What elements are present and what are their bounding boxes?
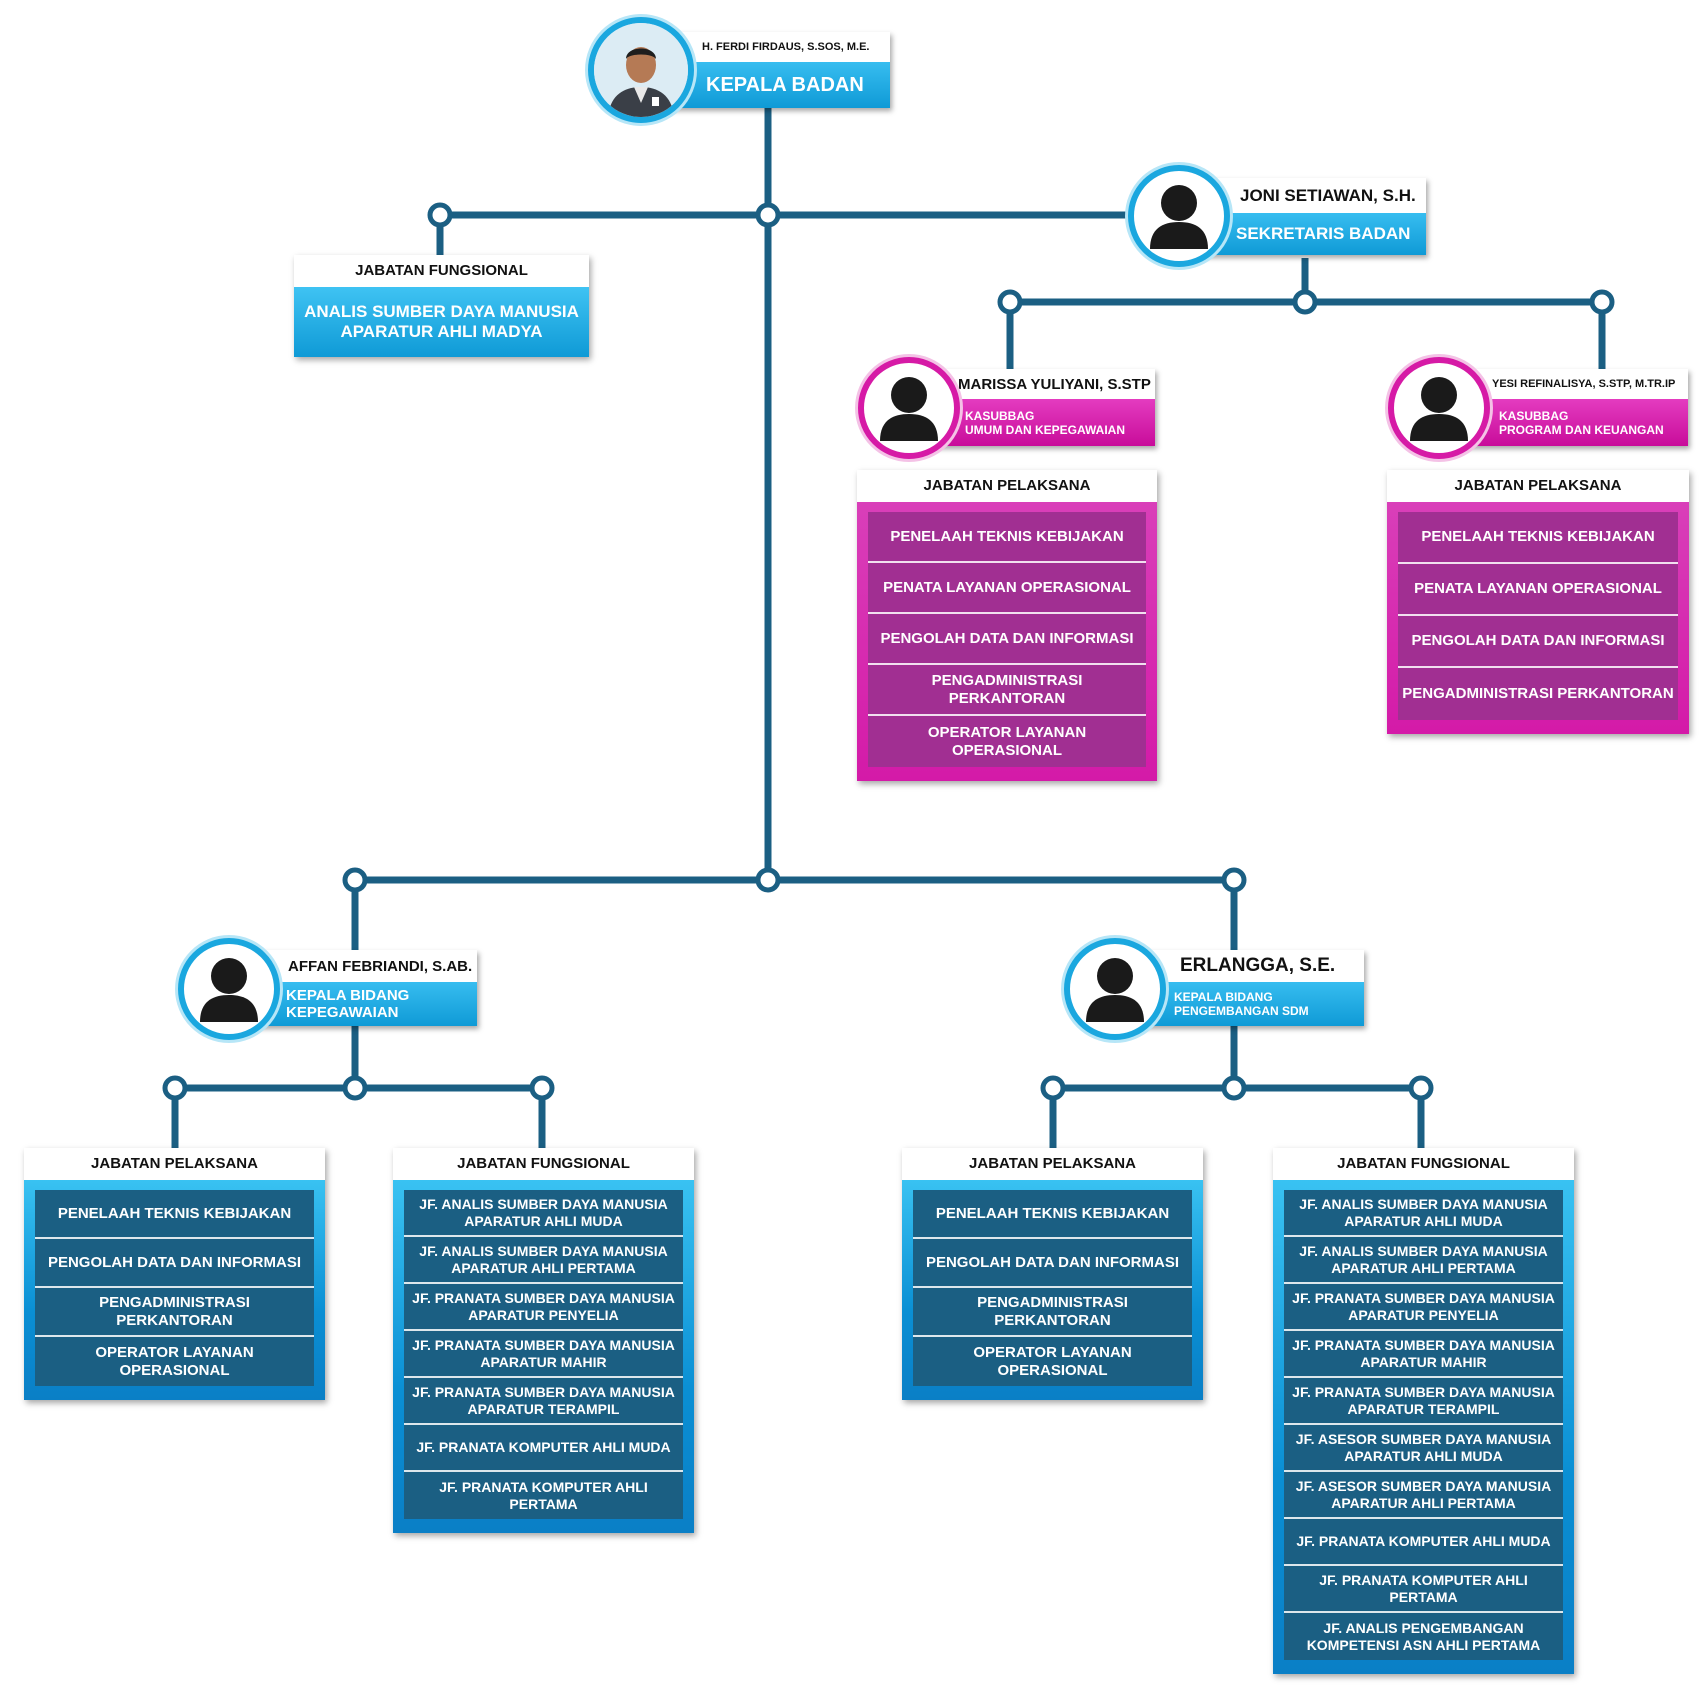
list-item: PENGADMINISTRASI PERKANTORAN [35,1288,314,1337]
kasubbag-umum-avatar [858,357,960,459]
kasubbag-program-title-line2: PROGRAM DAN KEUANGAN [1499,422,1664,437]
kabid-kepegawaian-avatar [178,938,280,1040]
node-dot [529,1075,555,1101]
list-item: JF. ANALIS SUMBER DAYA MANUSIA APARATUR … [404,1237,683,1284]
list-item: PENGOLAH DATA DAN INFORMASI [1398,616,1678,668]
kasubbag-program-avatar [1388,357,1490,459]
list-item: PENELAAH TEKNIS KEBIJAKAN [913,1190,1192,1239]
list-item: PENGOLAH DATA DAN INFORMASI [35,1239,314,1288]
list-item: PENELAAH TEKNIS KEBIJAKAN [868,512,1146,563]
person-silhouette-icon [200,958,258,1022]
list-item: JF. PRANATA SUMBER DAYA MANUSIA APARATUR… [1284,1378,1563,1425]
list-item: JF. PRANATA SUMBER DAYA MANUSIA APARATUR… [1284,1331,1563,1378]
head-title: KEPALA BADAN [660,62,890,108]
head-name: H. FERDI FIRDAUS, S.SOS, M.E. [660,32,890,62]
node-dot [1221,867,1247,893]
list-item: JF. ANALIS SUMBER DAYA MANUSIA APARATUR … [1284,1237,1563,1284]
list-item: JF. PRANATA KOMPUTER AHLI MUDA [404,1425,683,1472]
top-fungsional-line2: APARATUR AHLI MADYA [340,322,543,341]
list-item: PENGADMINISTRASI PERKANTORAN [868,665,1146,716]
box-header: JABATAN PELAKSANA [902,1148,1203,1180]
person-silhouette-icon [1086,958,1144,1022]
kabid-kepegawaian-title-line1: KEPALA BIDANG [286,987,410,1004]
node-dot [997,289,1023,315]
box-header: JABATAN PELAKSANA [857,470,1157,502]
item-list: JF. ANALIS SUMBER DAYA MANUSIA APARATUR … [1284,1190,1563,1660]
list-item: PENELAAH TEKNIS KEBIJAKAN [35,1190,314,1239]
list-item: PENGOLAH DATA DAN INFORMASI [868,614,1146,665]
box-header: JABATAN FUNGSIONAL [1273,1148,1574,1180]
list-item: JF. PRANATA SUMBER DAYA MANUSIA APARATUR… [404,1331,683,1378]
list-item: PENELAAH TEKNIS KEBIJAKAN [1398,512,1678,564]
list-item: JF. PRANATA SUMBER DAYA MANUSIA APARATUR… [404,1378,683,1425]
kabid-pengembangan-title-line2: PENGEMBANGAN SDM [1174,1004,1309,1018]
kabid-pengembangan-title-line1: KEPALA BIDANG [1174,990,1273,1004]
box-header: JABATAN FUNGSIONAL [393,1148,694,1180]
list-item: PENGADMINISTRASI PERKANTORAN [1398,668,1678,720]
node-dot [1408,1075,1434,1101]
top-fungsional-box: JABATAN FUNGSIONAL ANALIS SUMBER DAYA MA… [294,255,589,357]
node-dot [1221,1075,1247,1101]
kasubbag-program-title-line1: KASUBBAG [1499,408,1569,423]
node-dot [1040,1075,1066,1101]
node-dot [162,1075,188,1101]
kasubbag-program-pelaksana-box: JABATAN PELAKSANA PENELAAH TEKNIS KEBIJA… [1387,470,1689,734]
list-item: OPERATOR LAYANAN OPERASIONAL [35,1337,314,1386]
node-dot [342,867,368,893]
node-dot [342,1075,368,1101]
list-item: JF. ANALIS SUMBER DAYA MANUSIA APARATUR … [404,1190,683,1237]
node-dot [755,202,781,228]
kabid-kepegawaian-pelaksana-box: JABATAN PELAKSANA PENELAAH TEKNIS KEBIJA… [24,1148,325,1400]
head-avatar [588,17,694,123]
list-item: JF. PRANATA KOMPUTER AHLI MUDA [1284,1519,1563,1566]
list-item: PENATA LAYANAN OPERASIONAL [868,563,1146,614]
head-card: H. FERDI FIRDAUS, S.SOS, M.E. KEPALA BAD… [660,32,890,108]
person-silhouette-icon [880,377,938,441]
kasubbag-umum-title-line1: KASUBBAG [965,408,1035,423]
list-item: PENGADMINISTRASI PERKANTORAN [913,1288,1192,1337]
kasubbag-umum-pelaksana-box: JABATAN PELAKSANA PENELAAH TEKNIS KEBIJA… [857,470,1157,781]
kabid-pengembangan-avatar [1064,938,1166,1040]
node-dot [427,202,453,228]
kabid-pengembangan-fungsional-box: JABATAN FUNGSIONAL JF. ANALIS SUMBER DAY… [1273,1148,1574,1674]
node-dot [755,867,781,893]
item-list: JF. ANALIS SUMBER DAYA MANUSIA APARATUR … [404,1190,683,1519]
box-header: JABATAN PELAKSANA [1387,470,1689,502]
list-item: PENATA LAYANAN OPERASIONAL [1398,564,1678,616]
list-item: OPERATOR LAYANAN OPERASIONAL [868,716,1146,767]
node-dot [1589,289,1615,315]
list-item: JF. PRANATA KOMPUTER AHLI PERTAMA [404,1472,683,1519]
list-item: JF. PRANATA KOMPUTER AHLI PERTAMA [1284,1566,1563,1613]
list-item: JF. ANALIS PENGEMBANGAN KOMPETENSI ASN A… [1284,1613,1563,1660]
top-fungsional-header: JABATAN FUNGSIONAL [294,255,589,287]
kasubbag-umum-title-line2: UMUM DAN KEPEGAWAIAN [965,422,1126,437]
node-dot [1292,289,1318,315]
kabid-pengembangan-pelaksana-box: JABATAN PELAKSANA PENELAAH TEKNIS KEBIJA… [902,1148,1203,1400]
list-item: PENGOLAH DATA DAN INFORMASI [913,1239,1192,1288]
list-item: JF. ASESOR SUMBER DAYA MANUSIA APARATUR … [1284,1425,1563,1472]
kabid-kepegawaian-fungsional-box: JABATAN FUNGSIONAL JF. ANALIS SUMBER DAY… [393,1148,694,1533]
person-silhouette-icon [1150,185,1208,249]
top-fungsional-body: ANALIS SUMBER DAYA MANUSIA APARATUR AHLI… [294,287,589,357]
list-item: JF. ANALIS SUMBER DAYA MANUSIA APARATUR … [1284,1190,1563,1237]
box-header: JABATAN PELAKSANA [24,1148,325,1180]
person-photo-icon [594,23,688,117]
person-silhouette-icon [1410,377,1468,441]
list-item: JF. ASESOR SUMBER DAYA MANUSIA APARATUR … [1284,1472,1563,1519]
list-item: JF. PRANATA SUMBER DAYA MANUSIA APARATUR… [1284,1284,1563,1331]
list-item: JF. PRANATA SUMBER DAYA MANUSIA APARATUR… [404,1284,683,1331]
list-item: OPERATOR LAYANAN OPERASIONAL [913,1337,1192,1386]
sekretaris-avatar [1128,165,1230,267]
kabid-kepegawaian-title-line2: KEPEGAWAIAN [286,1004,399,1021]
top-fungsional-line1: ANALIS SUMBER DAYA MANUSIA [304,302,579,321]
